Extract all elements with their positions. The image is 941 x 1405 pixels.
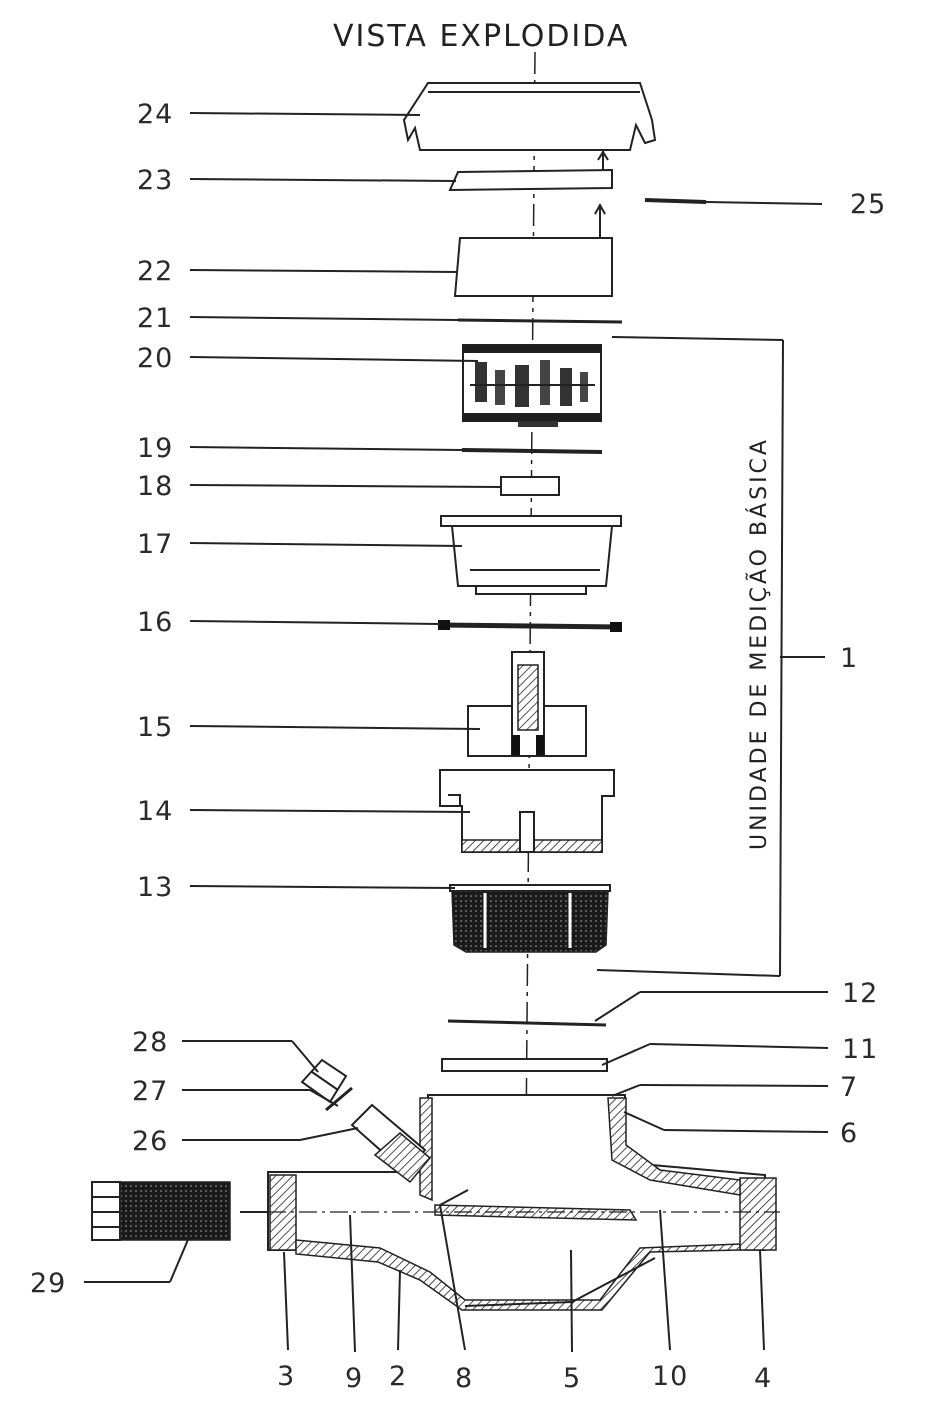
label-8: 8 — [455, 1363, 473, 1394]
part-22-housing — [453, 202, 613, 297]
part-25-pin — [644, 198, 707, 204]
label-3: 3 — [277, 1361, 295, 1392]
label-18: 18 — [137, 471, 173, 502]
label-15: 15 — [137, 712, 173, 743]
label-2: 2 — [389, 1361, 407, 1392]
meter-body — [267, 1094, 780, 1311]
part-17-chamber-top — [440, 515, 622, 595]
label-28: 28 — [132, 1027, 168, 1058]
leader-lines — [84, 112, 829, 1353]
label-14: 14 — [137, 796, 173, 827]
label-7: 7 — [840, 1072, 858, 1103]
label-21: 21 — [137, 303, 173, 334]
label-1: 1 — [840, 643, 858, 674]
diagram-title: VISTA EXPLODIDA — [333, 19, 629, 54]
group-bracket — [596, 336, 825, 977]
label-22: 22 — [137, 256, 173, 287]
part-23-plate — [448, 150, 613, 192]
label-11: 11 — [842, 1034, 878, 1065]
part-27-washer — [325, 1086, 353, 1112]
label-26: 26 — [132, 1126, 168, 1157]
part-12-gasket — [447, 1019, 607, 1027]
label-24: 24 — [137, 99, 173, 130]
label-6: 6 — [840, 1118, 858, 1149]
part-24-lid — [402, 82, 657, 151]
group-label: UNIDADE DE MEDIÇÃO BÁSICA — [745, 437, 772, 850]
label-10: 10 — [652, 1361, 688, 1392]
part-28-cap — [300, 1058, 348, 1104]
label-13: 13 — [137, 872, 173, 903]
label-25: 25 — [850, 189, 886, 220]
part-26-adjuster — [350, 1103, 432, 1184]
part-29-strainer — [91, 1181, 231, 1241]
label-27: 27 — [132, 1076, 168, 1107]
part-14-chamber-base — [439, 769, 615, 853]
label-23: 23 — [137, 165, 173, 196]
part-16-oring — [438, 620, 622, 632]
label-20: 20 — [137, 343, 173, 374]
part-11-ring — [441, 1058, 608, 1072]
part-18-coupler — [500, 476, 560, 496]
label-9: 9 — [345, 1363, 363, 1394]
label-19: 19 — [137, 433, 173, 464]
part-20-register — [462, 344, 602, 427]
label-4: 4 — [754, 1363, 772, 1394]
label-17: 17 — [137, 529, 173, 560]
label-16: 16 — [137, 607, 173, 638]
label-12: 12 — [842, 978, 878, 1009]
part-13-screen — [449, 884, 611, 953]
label-5: 5 — [563, 1363, 581, 1394]
part-21-disc — [457, 318, 623, 324]
part-15-impeller — [467, 651, 587, 757]
part-19-gasket — [461, 448, 603, 454]
label-29: 29 — [30, 1268, 66, 1299]
